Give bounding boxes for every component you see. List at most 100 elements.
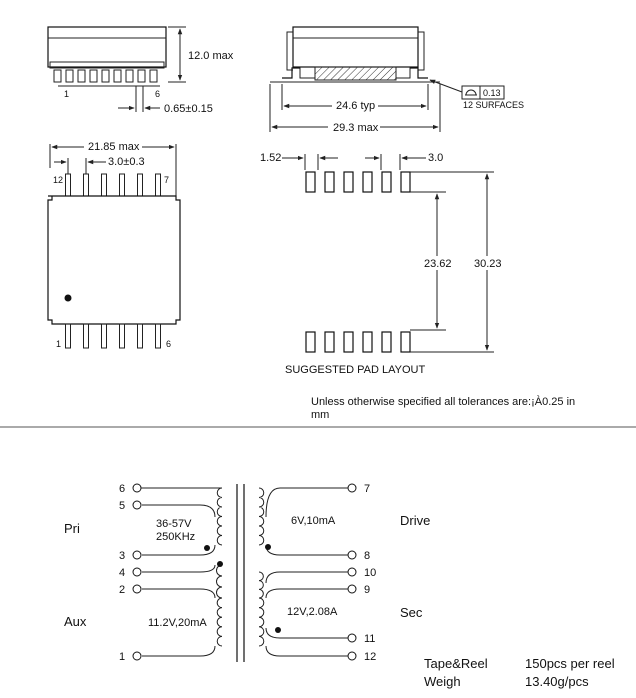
pad-layout: 1.52 3.0 23.62 30.23 SUGGESTED PAD LAYOU… <box>260 152 575 421</box>
bottom-pin <box>83 323 89 349</box>
front-pin-right: 6 <box>155 89 160 99</box>
top-pin <box>137 173 143 197</box>
winding <box>258 597 265 647</box>
pin-span-dim: 24.6 typ <box>336 100 375 112</box>
tolerance-note-line2: mm <box>311 409 329 421</box>
coplanarity-symbol-box <box>461 85 481 100</box>
polarity-dot-sec <box>275 627 281 633</box>
pad-bottom <box>381 331 392 353</box>
bottom-pin <box>119 323 125 349</box>
top-pin <box>65 173 71 197</box>
front-pin <box>53 69 62 83</box>
packaging-info: Tape&Reel 150pcs per reel Weigh 13.40g/p… <box>424 656 615 689</box>
pin-pitch-dim: 3.0±0.3 <box>108 156 145 168</box>
pad-bottom <box>400 331 411 353</box>
pin-number-11: 11 <box>364 633 375 645</box>
terminal-pin-12 <box>347 651 357 661</box>
top-pin <box>119 173 125 197</box>
terminal-pin-3 <box>132 550 142 560</box>
front-view: 12.0 max 1 6 0.65±0.15 <box>47 26 235 115</box>
body-width-dim: 21.85 max <box>88 141 140 153</box>
terminal-pin-8 <box>347 550 357 560</box>
front-pin-left: 1 <box>64 89 69 99</box>
pad-top <box>400 171 411 193</box>
pin-number-12: 12 <box>364 651 376 663</box>
height-dim: 12.0 max <box>188 50 234 62</box>
pad-bottom <box>343 331 354 353</box>
pin-number-3: 3 <box>119 550 125 562</box>
terminal-pin-11 <box>347 633 357 643</box>
front-pin <box>65 69 74 83</box>
top-pin <box>83 173 89 197</box>
sec-label: Sec <box>400 605 423 620</box>
bottom-pin-6: 6 <box>166 339 171 349</box>
top-pin <box>101 173 107 197</box>
pad-top <box>381 171 392 193</box>
terminal-pin-5 <box>132 500 142 510</box>
terminal-pin-4 <box>132 567 142 577</box>
front-pin <box>125 69 134 83</box>
terminal-pin-2 <box>132 584 142 594</box>
pad-inner-dim: 23.62 <box>424 258 452 270</box>
winding <box>216 564 223 599</box>
terminal-pin-10 <box>347 567 357 577</box>
bottom-pin <box>155 323 161 349</box>
top-pin-7: 7 <box>164 175 169 185</box>
pad-top <box>343 171 354 193</box>
front-pin <box>149 69 158 83</box>
pin-number-8: 8 <box>364 550 370 562</box>
overall-length-dim: 29.3 max <box>333 122 379 134</box>
weigh-label: Weigh <box>424 674 461 689</box>
pin-number-7: 7 <box>364 483 370 495</box>
tape-reel-label: Tape&Reel <box>424 656 488 671</box>
top-pin <box>155 173 161 197</box>
pad-bottom <box>305 331 316 353</box>
sec-rating: 12V,2.08A <box>287 606 338 618</box>
pin-number-10: 10 <box>364 567 376 579</box>
pin-width-dim: 0.65±0.15 <box>164 103 213 115</box>
drive-rating: 6V,10mA <box>291 515 336 527</box>
terminal-pin-7 <box>347 483 357 493</box>
pad-width-dim: 1.52 <box>260 152 281 164</box>
terminal-pin-9 <box>347 584 357 594</box>
coplanarity-value: 0.13 <box>483 88 501 98</box>
pri-frequency: 250KHz <box>156 531 195 543</box>
top-view: 21.85 max 3.0±0.3 12 7 1 6 <box>47 140 181 349</box>
pad-outer-dim: 30.23 <box>474 258 502 270</box>
pri-voltage: 36-57V <box>156 518 192 530</box>
pin-number-5: 5 <box>119 500 125 512</box>
polarity-dot-pri <box>204 545 210 551</box>
bottom-pin <box>65 323 71 349</box>
pin-number-4: 4 <box>119 567 125 579</box>
weigh-value: 13.40g/pcs <box>525 674 589 689</box>
winding <box>258 487 265 546</box>
front-pin <box>113 69 122 83</box>
terminal-pin-6 <box>132 483 142 493</box>
winding <box>216 487 223 546</box>
bottom-pin-1: 1 <box>56 339 61 349</box>
front-pin <box>137 69 146 83</box>
pad-layout-label: SUGGESTED PAD LAYOUT <box>285 364 425 376</box>
pad-bottom <box>324 331 335 353</box>
polarity-dot-aux <box>217 561 223 567</box>
bottom-pin <box>101 323 107 349</box>
coplanarity-note: 12 SURFACES <box>463 100 524 110</box>
pin-number-9: 9 <box>364 584 370 596</box>
tape-reel-value: 150pcs per reel <box>525 656 615 671</box>
bottom-pin <box>137 323 143 349</box>
pad-bottom <box>362 331 373 353</box>
drive-label: Drive <box>400 513 430 528</box>
pin-number-2: 2 <box>119 584 125 596</box>
front-pin <box>89 69 98 83</box>
top-pin-12: 12 <box>53 175 63 185</box>
polarity-dot-drive <box>265 544 271 550</box>
pin-number-1: 1 <box>119 651 125 663</box>
pad-top <box>362 171 373 193</box>
winding <box>216 597 223 647</box>
pad-pitch-dim: 3.0 <box>428 152 443 164</box>
aux-label: Aux <box>64 614 87 629</box>
pin-number-6: 6 <box>119 483 125 495</box>
aux-rating: 11.2V,20mA <box>148 617 207 629</box>
